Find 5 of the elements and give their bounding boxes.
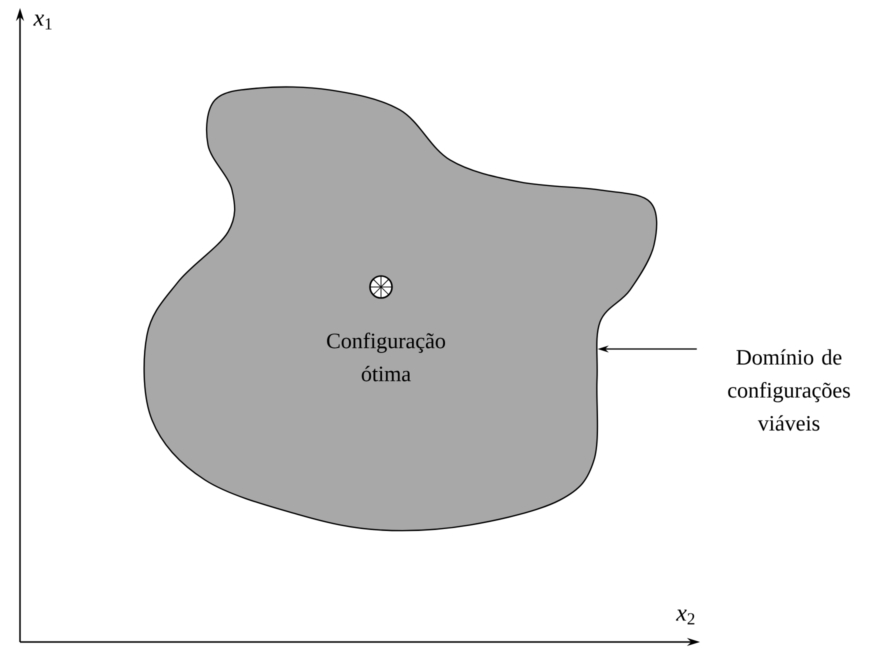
region-label: Domínio de configurações viáveis (728, 349, 850, 431)
optimum-label: Configuração ótima (327, 332, 446, 382)
axis-label: x$_{2}$ (676, 610, 694, 624)
feasible-region (143, 86, 658, 532)
axis-label: x$_{1}$ (33, 14, 52, 30)
